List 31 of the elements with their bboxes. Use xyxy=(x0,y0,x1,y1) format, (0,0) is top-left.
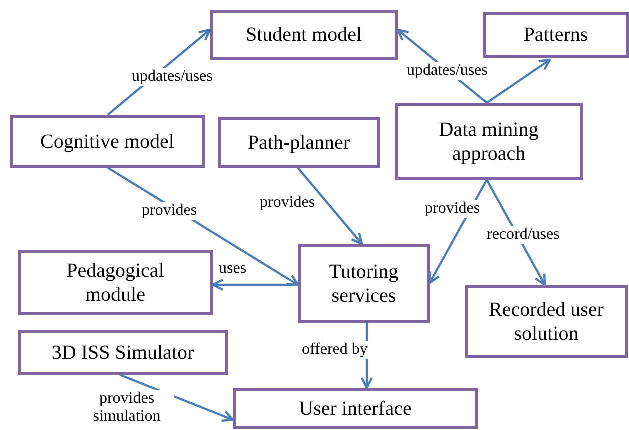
process-box xyxy=(210,10,398,60)
arrow xyxy=(120,374,234,422)
edge-label: provides xyxy=(140,202,200,220)
node-label: Pedagogical module xyxy=(66,258,166,306)
node-label: User interface xyxy=(299,396,412,420)
edge-label: offered by xyxy=(300,341,370,360)
process-box xyxy=(395,103,583,180)
process-box xyxy=(233,388,478,429)
process-box xyxy=(18,330,228,375)
process-box xyxy=(218,117,380,168)
edge-label: provides xyxy=(258,194,318,212)
node-label: 3D ISS Simulator xyxy=(52,340,194,364)
arrow xyxy=(297,167,364,246)
process-box xyxy=(18,250,213,315)
process-box xyxy=(298,244,430,323)
node-label: Cognitive model xyxy=(40,130,174,154)
process-box xyxy=(465,285,628,358)
edge-label: provides xyxy=(423,200,482,218)
process-box xyxy=(10,115,205,168)
node-label: Patterns xyxy=(524,23,588,47)
node-label: Recorded user solution xyxy=(488,298,605,346)
process-box xyxy=(483,12,629,58)
edge-label: updates/uses xyxy=(405,62,490,80)
node-label: Student model xyxy=(246,23,362,47)
edge-label: record/uses xyxy=(485,226,562,244)
node-label: Tutoring services xyxy=(328,260,400,308)
arrow xyxy=(212,278,298,292)
edge-label: updates/uses xyxy=(130,68,215,86)
arrow xyxy=(486,58,552,104)
node-label: Path-planner xyxy=(248,130,350,154)
node-label: Data mining approach xyxy=(438,118,540,166)
